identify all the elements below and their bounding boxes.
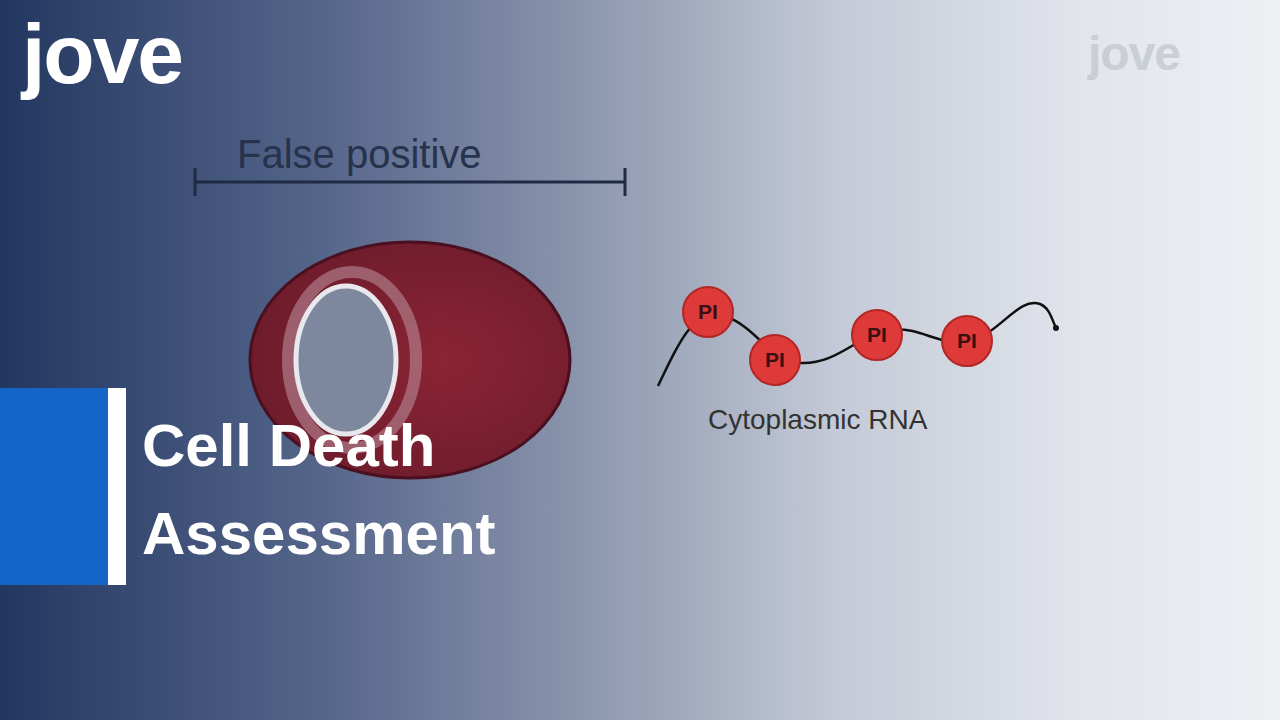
- bracket-label: False positive: [237, 132, 482, 177]
- bracket: [195, 181, 625, 184]
- pi-circle: PI: [749, 334, 801, 386]
- bracket-tick: [194, 168, 197, 196]
- node-text: PI: [867, 323, 887, 347]
- title: Cell Death Assessment: [142, 402, 602, 578]
- title-bar: [0, 388, 108, 585]
- nucleus: [296, 286, 396, 434]
- node-text: PI: [698, 300, 718, 324]
- title-divider: [108, 388, 126, 585]
- strand-end: [1053, 325, 1059, 331]
- node-text: PI: [765, 348, 785, 372]
- logo: jove: [22, 6, 182, 103]
- watermark: jove: [1088, 26, 1180, 81]
- pi-circle: PI: [682, 286, 734, 338]
- pi-circle: PI: [851, 309, 903, 361]
- pi-circle: PI: [941, 315, 993, 367]
- node-text: PI: [957, 329, 977, 353]
- strand-label: Cytoplasmic RNA: [708, 404, 927, 436]
- bracket-tick: [624, 168, 627, 196]
